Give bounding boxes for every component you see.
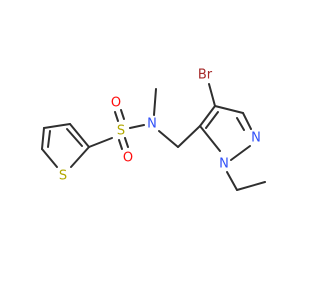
atom-bromine: Br [198,68,213,83]
atom-pyrazole-nitrogen-2: N [251,131,261,146]
atom-sulfonyl-oxygen-bottom: O [123,151,133,166]
background [0,0,300,300]
bond-n-methylene [158,130,179,148]
atom-amide-nitrogen: N [147,117,157,132]
chemical-structure-diagram: Br N N N S O O S [0,0,300,300]
bond-pyrazole-n1-c5 [199,125,221,152]
bond-ethyl-ch2-ch3 [236,181,266,191]
bond-thiophene-c2-c3 [69,123,90,148]
bond-sulfonyl-n [129,124,145,129]
bond-pyrazole-c5-c4 [199,105,216,127]
bond-thiophene-c4-c5-inner [47,130,51,148]
bond-pyrazole-c3-n2-inner [236,117,245,131]
atom-sulfonyl-sulfur: S [117,124,125,139]
bond-n-methyl [153,88,157,116]
bond-pyrazole-c5-c4-inner [205,111,219,129]
bond-thiophene-c5-s [41,148,58,168]
bond-pyrazole-c4-c3 [214,105,244,114]
atom-pyrazole-nitrogen-1: N [219,157,229,172]
bond-pyrazole-n2-n1 [230,145,251,161]
bond-thiophene-c3-c4 [43,123,71,129]
bond-sulfonyl-o-bottom-a [118,139,123,150]
bond-thiophene-s-c2 [70,146,90,168]
bond-thiophene-c4-c5 [41,127,45,150]
bond-methylene-pyrazole [177,125,201,148]
atom-sulfonyl-oxygen-top: O [111,96,121,111]
bond-sulfonyl-o-bottom-b [124,137,129,148]
bond-thiophene-sulfonyl [88,137,113,148]
bond-thiophene-c2-c3-inner [66,128,83,147]
bond-layer [41,83,266,191]
atom-thiophene-sulfur: S [59,169,67,184]
bond-sulfonyl-o-top-a [114,111,119,122]
bond-pyrazole-bromine [208,83,216,107]
bond-n1-ethyl-ch2 [226,171,238,191]
atom-label-layer: Br N N N S O O S [59,68,261,184]
bond-sulfonyl-o-top-b [120,109,125,120]
bond-pyrazole-c3-n2 [242,112,252,130]
